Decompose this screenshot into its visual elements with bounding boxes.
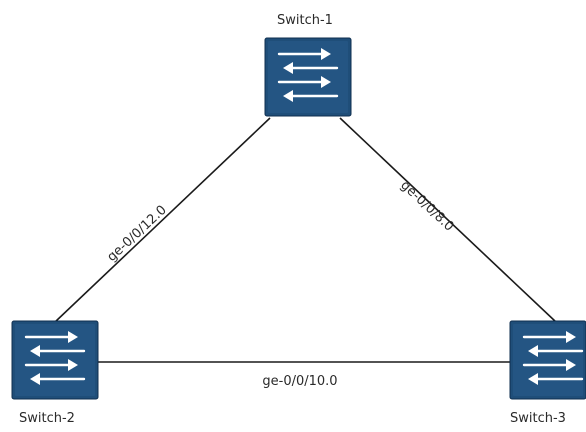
link-switch1-switch3: [339, 117, 557, 323]
link-label-s1-s3: ge-0/0/8.0: [397, 178, 456, 235]
link-label-s2-s3: ge-0/0/10.0: [262, 374, 337, 389]
switch-2-node: Switch-2: [11, 320, 99, 426]
switch-3-node: Switch-3: [509, 320, 586, 426]
link-label-s1-s2: ge-0/0/12.0: [104, 203, 169, 265]
switch-1-node: Switch-1: [264, 13, 352, 117]
switch-2-icon: [11, 320, 99, 400]
switch-2-label: Switch-2: [19, 411, 75, 426]
switch-1-label: Switch-1: [277, 13, 333, 28]
switch-3-icon: [509, 320, 586, 400]
switch-3-label: Switch-3: [510, 411, 566, 426]
link-switch1-switch2: [54, 117, 271, 323]
switch-1-icon: [264, 37, 352, 117]
